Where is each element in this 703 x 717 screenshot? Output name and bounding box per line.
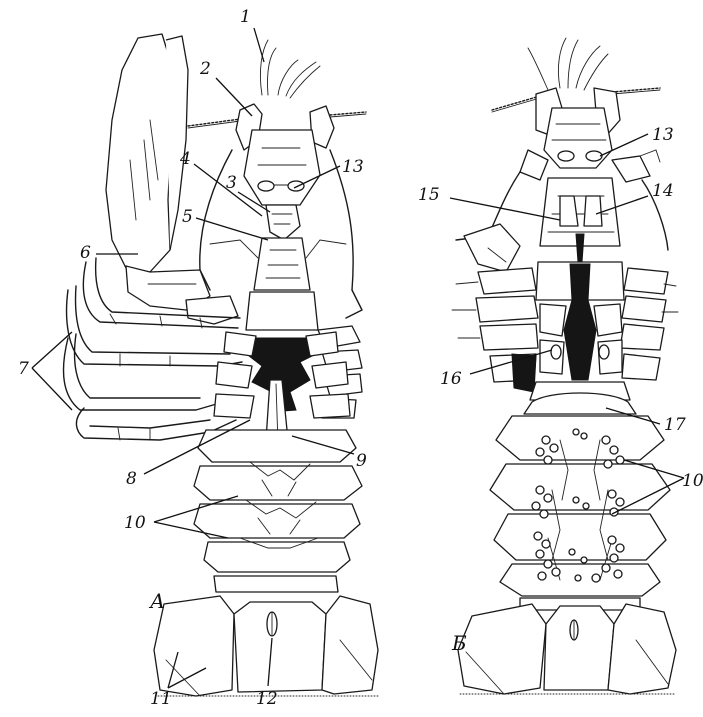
label-b-13: 13 [652, 125, 674, 145]
label-a-8: 8 [126, 469, 137, 489]
antennae-a [188, 40, 366, 128]
tailfan-a [154, 596, 378, 696]
specimen-b: Б 13 14 15 16 17 10 [418, 38, 703, 694]
label-a-9: 9 [356, 451, 367, 471]
label-a-12: 12 [256, 689, 278, 709]
label-a-6: 6 [80, 243, 91, 263]
head-b [520, 88, 660, 262]
antennae-b [492, 38, 660, 112]
label-a-1: 1 [240, 7, 251, 27]
label-b-14: 14 [652, 181, 674, 201]
label-a-7: 7 [18, 359, 29, 379]
label-b-10: 10 [682, 471, 703, 491]
label-a-10: 10 [124, 513, 146, 533]
label-a-5: 5 [182, 207, 193, 227]
label-b-16: 16 [440, 369, 462, 389]
label-a-3: 3 [226, 173, 237, 193]
label-a-13: 13 [342, 157, 364, 177]
abdomen-a [194, 430, 362, 592]
head-a [236, 104, 334, 290]
tailfan-b [458, 604, 676, 694]
label-a-2: 2 [199, 59, 211, 79]
label-a-4: 4 [179, 149, 191, 169]
label-a-11: 11 [150, 689, 172, 709]
panel-label-b: Б [451, 631, 467, 655]
specimen-a: А 1 2 3 4 5 6 7 [18, 7, 378, 709]
label-b-17: 17 [664, 415, 686, 435]
label-b-15: 15 [418, 185, 440, 205]
panel-label-a: А [148, 589, 165, 613]
